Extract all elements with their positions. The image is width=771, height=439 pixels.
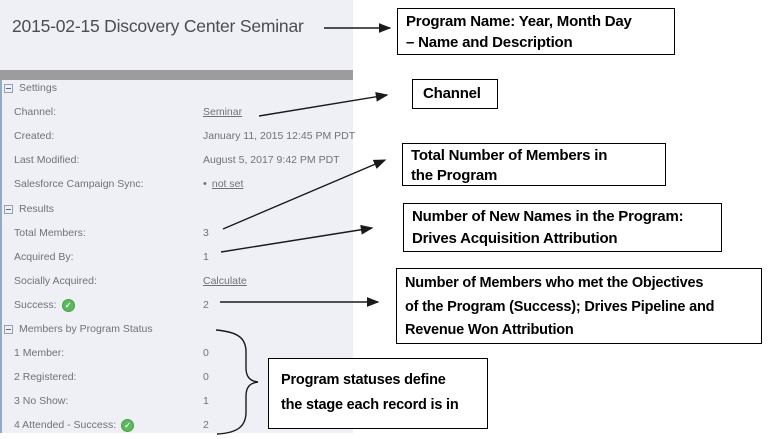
field-label: 1 Member:	[14, 347, 65, 359]
field-label: Channel:	[14, 106, 57, 118]
program-title: 2015-02-15 Discovery Center Seminar	[12, 16, 304, 36]
field-label: Last Modified:	[14, 154, 80, 166]
field-label: Salesforce Campaign Sync:	[14, 178, 144, 190]
divider-bar	[0, 70, 353, 80]
field-row-success: Success: ✓ 2	[0, 297, 353, 313]
field-row-acquired-by: Acquired By: 1	[0, 249, 353, 265]
annotation-box-program-name: Program Name: Year, Month Day – Name and…	[397, 8, 675, 55]
field-value-1-member: 0	[203, 347, 209, 359]
annotation-box-success: Number of Members who met the Objectives…	[396, 268, 762, 344]
field-row-last-modified: Last Modified: August 5, 2017 9:42 PM PDT	[0, 152, 353, 168]
field-label: Total Members:	[14, 227, 86, 239]
field-row-channel: Channel: Seminar	[0, 104, 353, 120]
panel-left-accent	[0, 80, 2, 433]
field-label: 4 Attended - Success:	[14, 419, 117, 431]
field-row-3-no-show: 3 No Show: 1	[0, 393, 353, 409]
collapse-minus-icon[interactable]	[4, 204, 13, 214]
field-value-acquired-by: 1	[203, 251, 209, 263]
field-row-2-registered: 2 Registered: 0	[0, 369, 353, 385]
section-label: Settings	[19, 82, 57, 94]
bullet-icon: •	[203, 178, 207, 190]
section-header-settings[interactable]: Settings	[0, 80, 353, 96]
success-check-icon: ✓	[121, 418, 135, 432]
field-value-total-members: 3	[203, 227, 209, 239]
field-label: Created:	[14, 130, 55, 142]
annotation-box-program-statuses: Program statuses define the stage each r…	[268, 358, 488, 429]
field-row-created: Created: January 11, 2015 12:45 PM PDT	[0, 128, 356, 144]
field-label: Socially Acquired:	[14, 275, 97, 287]
section-header-members-by-program-status[interactable]: Members by Program Status	[0, 321, 353, 337]
field-value-success: 2	[203, 299, 209, 311]
annotation-box-channel: Channel	[412, 79, 498, 109]
field-row-4-attended-success: 4 Attended - Success: ✓ 2	[0, 417, 353, 433]
field-row-total-members: Total Members: 3	[0, 225, 353, 241]
field-row-socially-acquired: Socially Acquired: Calculate	[0, 273, 353, 289]
field-value-created: January 11, 2015 12:45 PM PDT	[203, 130, 356, 142]
section-label: Results	[19, 203, 55, 215]
success-check-icon: ✓	[61, 298, 75, 312]
collapse-minus-icon[interactable]	[4, 324, 13, 334]
field-label: Success:	[14, 299, 57, 311]
field-value-4-attended-success: 2	[203, 419, 209, 431]
annotation-box-total-members: Total Number of Members in the Program	[402, 143, 666, 186]
field-value-salesforce-campaign-sync[interactable]: not set	[211, 178, 244, 190]
section-header-results[interactable]: Results	[0, 201, 353, 217]
field-label: 2 Registered:	[14, 371, 77, 383]
field-row-1-member: 1 Member: 0	[0, 345, 353, 361]
annotation-box-new-names: Number of New Names in the Program: Driv…	[403, 203, 722, 252]
field-value-2-registered: 0	[203, 371, 209, 383]
field-value-last-modified: August 5, 2017 9:42 PM PDT	[203, 154, 340, 166]
field-value-channel[interactable]: Seminar	[203, 106, 243, 118]
field-label: Acquired By:	[14, 251, 74, 263]
collapse-minus-icon[interactable]	[4, 83, 13, 93]
field-row-salesforce-campaign-sync: Salesforce Campaign Sync: • not set	[0, 176, 353, 192]
section-label: Members by Program Status	[19, 323, 153, 335]
field-label: 3 No Show:	[14, 395, 69, 407]
field-value-3-no-show: 1	[203, 395, 209, 407]
field-value-socially-acquired[interactable]: Calculate	[203, 275, 247, 287]
